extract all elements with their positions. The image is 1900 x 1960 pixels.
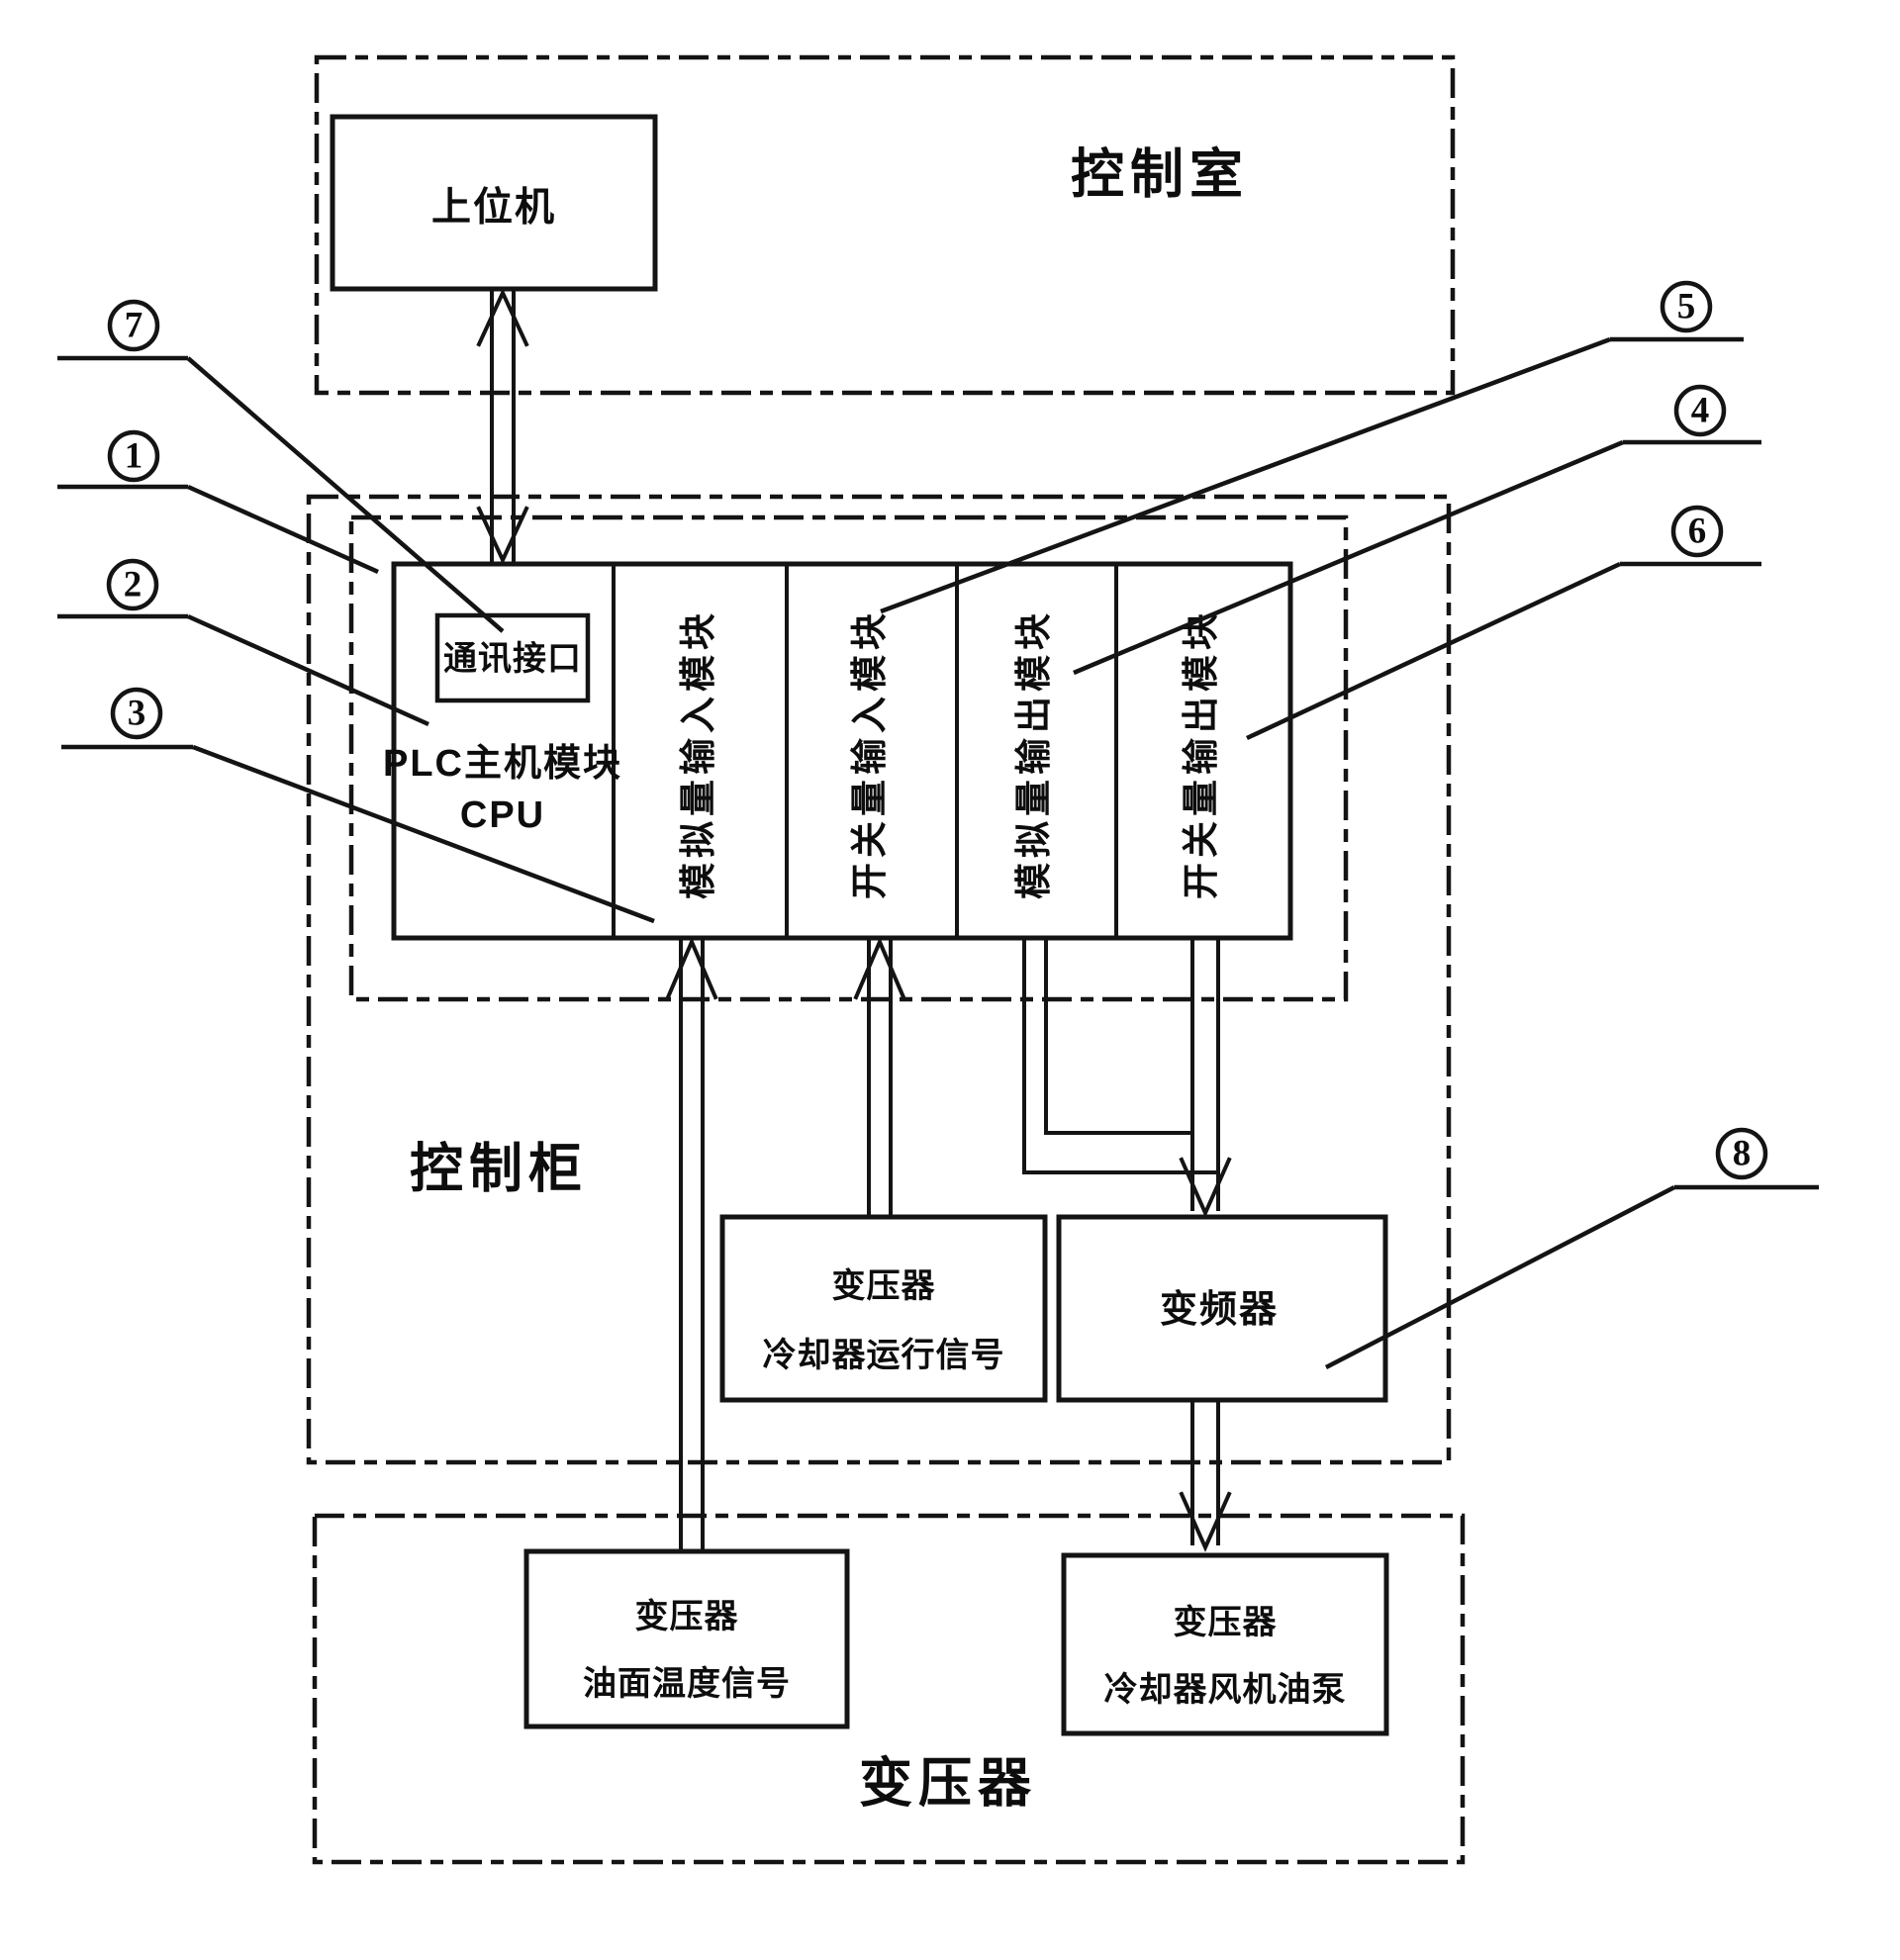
oil-temp-to-analog-input-link xyxy=(665,936,718,1551)
host-computer-label: 上位机 xyxy=(431,186,556,230)
plc-rack-block: 通讯接口 PLC主机模块 CPU 模拟量输入模块 开关量输入模块 模拟量输出模块… xyxy=(383,561,1293,941)
host-plc-link xyxy=(476,288,529,565)
cooler-run-signal-box xyxy=(719,1214,1048,1403)
ref-circle xyxy=(1715,1127,1768,1180)
ref-circle xyxy=(1660,280,1713,333)
arrowhead-down-icon xyxy=(1179,1157,1232,1218)
comm-interface-box xyxy=(434,612,591,703)
cooler-fan-oil-pump-block: 变压器 冷却器风机油泵 xyxy=(1061,1552,1389,1736)
plc-cpu-label-line1: PLC主机模块 xyxy=(383,743,622,785)
control-room-region: 控制室 xyxy=(314,54,1456,396)
ref-7-callout: 7 xyxy=(57,299,505,633)
oil-temp-signal-line2: 油面温度信号 xyxy=(583,1665,791,1703)
cooler-fan-oil-pump-line1: 变压器 xyxy=(1174,1604,1278,1641)
cooler-run-signal-block: 变压器 冷却器运行信号 xyxy=(719,1214,1048,1403)
ref-number-3: 3 xyxy=(128,693,146,733)
analog-input-module-label: 模拟量输入模块 xyxy=(678,608,718,899)
control-room-boundary xyxy=(314,54,1456,396)
ref-number-4: 4 xyxy=(1691,390,1710,430)
cooler-run-signal-line1: 变压器 xyxy=(832,1267,936,1305)
ref-circle xyxy=(1673,384,1727,437)
frequency-converter-label: 变频器 xyxy=(1160,1289,1279,1331)
oil-temp-signal-line1: 变压器 xyxy=(635,1598,739,1635)
oil-temp-signal-block: 变压器 油面温度信号 xyxy=(523,1548,850,1729)
cooler-run-signal-line2: 冷却器运行信号 xyxy=(763,1337,1005,1374)
host-computer-block: 上位机 xyxy=(330,114,658,292)
outputs-to-frequency-converter-link xyxy=(1022,938,1232,1218)
ref-number-5: 5 xyxy=(1677,286,1696,327)
cooler-fan-oil-pump-box xyxy=(1061,1552,1389,1736)
oil-temp-signal-box xyxy=(523,1548,850,1729)
switch-output-module-label: 开关量输出模块 xyxy=(1181,608,1221,899)
ref-circle xyxy=(107,299,160,352)
ref-2-callout: 2 xyxy=(57,558,429,727)
cooler-fan-oil-pump-line2: 冷却器风机油泵 xyxy=(1104,1671,1347,1709)
ref-number-2: 2 xyxy=(124,564,142,605)
control-room-label: 控制室 xyxy=(1071,144,1249,204)
control-cabinet-region: 控制柜 xyxy=(306,494,1452,1465)
ref-4-callout: 4 xyxy=(1073,384,1761,676)
ref-1-callout: 1 xyxy=(57,429,379,575)
arrowhead-up-icon xyxy=(853,936,906,1000)
ref-number-1: 1 xyxy=(125,435,143,476)
ref-3-callout: 3 xyxy=(61,687,655,924)
ref-6-callout: 6 xyxy=(1246,505,1761,741)
frequency-converter-block: 变频器 xyxy=(1056,1214,1388,1403)
arrowhead-down-icon xyxy=(476,506,529,565)
ref-circle xyxy=(107,429,160,483)
plc-cpu-label-line2: CPU xyxy=(460,794,545,836)
transformer-label: 变压器 xyxy=(859,1753,1037,1813)
transformer-region: 变压器 xyxy=(312,1513,1466,1865)
plc-unit-boundary xyxy=(348,514,1349,1002)
arrowhead-down-icon xyxy=(1179,1491,1232,1552)
frequency-converter-to-pump-link xyxy=(1179,1400,1232,1552)
control-cabinet-label: 控制柜 xyxy=(410,1139,588,1198)
arrowhead-up-icon xyxy=(476,288,529,347)
ref-5-callout: 5 xyxy=(880,280,1744,614)
arrowhead-up-icon xyxy=(665,936,718,1000)
ref-circle xyxy=(106,558,159,611)
transformer-boundary xyxy=(312,1513,1466,1865)
analog-output-module-label: 模拟量输出模块 xyxy=(1013,608,1054,899)
plc-rack-box xyxy=(391,561,1293,941)
frequency-converter-box xyxy=(1056,1214,1388,1403)
ref-number-6: 6 xyxy=(1688,511,1707,551)
comm-interface-label: 通讯接口 xyxy=(443,640,582,678)
ref-number-7: 7 xyxy=(125,305,143,345)
ref-number-8: 8 xyxy=(1733,1133,1752,1173)
ref-circle xyxy=(1670,505,1724,558)
cooler-run-to-switch-input-link xyxy=(853,936,906,1217)
ref-8-callout: 8 xyxy=(1324,1127,1819,1369)
ref-circle xyxy=(110,687,163,740)
switch-input-module-label: 开关量输入模块 xyxy=(849,608,890,899)
control-cabinet-boundary xyxy=(306,494,1452,1465)
